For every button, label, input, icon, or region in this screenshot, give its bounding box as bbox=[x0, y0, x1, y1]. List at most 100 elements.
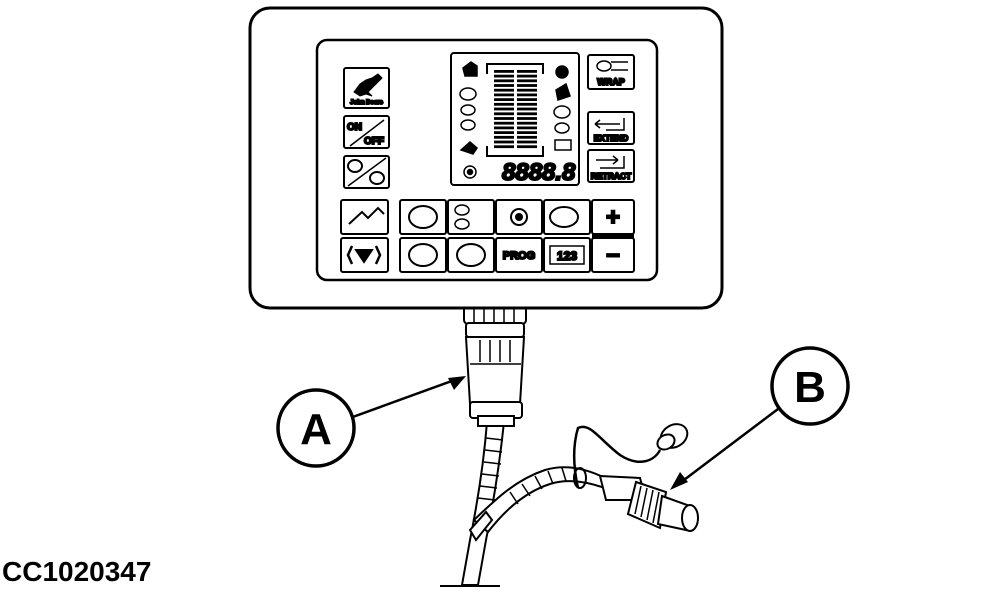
bar-segment bbox=[517, 84, 537, 87]
callout-a: A bbox=[276, 376, 466, 468]
figure-reference-code: CC1020347 bbox=[2, 556, 152, 587]
minus-label: – bbox=[606, 241, 619, 268]
bar-segment bbox=[517, 93, 537, 97]
wrap-label: WRAP bbox=[597, 77, 625, 87]
roll-icon bbox=[454, 218, 470, 230]
bar-segment bbox=[517, 145, 537, 149]
bar-segment bbox=[517, 79, 537, 83]
extend-button[interactable]: EXTEND bbox=[587, 111, 635, 145]
bar-segment bbox=[494, 112, 514, 116]
bar-segment bbox=[494, 145, 514, 149]
bar-segment bbox=[517, 140, 537, 144]
plus-label: + bbox=[606, 204, 620, 231]
bar-segment bbox=[494, 98, 514, 101]
roll-icon bbox=[369, 171, 385, 185]
roll-icon bbox=[460, 119, 476, 131]
bar-segment bbox=[517, 70, 537, 73]
callout-a-label: A bbox=[300, 405, 332, 454]
tailgate-icon bbox=[555, 82, 571, 101]
bar-segment bbox=[494, 131, 514, 134]
roll-icon bbox=[553, 105, 571, 119]
bottom-button-grid: + PROG 123 – bbox=[340, 199, 635, 273]
logo-caption: John Deere bbox=[350, 100, 383, 106]
plus-button[interactable]: + bbox=[591, 199, 635, 235]
off-label: OFF bbox=[364, 136, 384, 147]
retract-label: RETRACT bbox=[591, 171, 632, 181]
roll-icon bbox=[460, 104, 476, 116]
bar-segment bbox=[517, 107, 537, 111]
bar-segment bbox=[494, 135, 514, 139]
extend-arrow-icon bbox=[594, 118, 625, 131]
tailgate-icon bbox=[348, 206, 385, 225]
counter-label: 123 bbox=[557, 249, 577, 263]
bar-segment bbox=[517, 126, 537, 130]
prog-label: PROG bbox=[503, 250, 535, 262]
retract-button[interactable]: RETRACT bbox=[587, 149, 635, 183]
bar-segment bbox=[517, 131, 537, 134]
status-dot-icon bbox=[555, 65, 569, 79]
roll-button-1[interactable] bbox=[399, 199, 447, 235]
prog-button[interactable]: PROG bbox=[495, 237, 543, 273]
roll-icon bbox=[347, 159, 363, 173]
lcd-display: 8888.8 bbox=[450, 52, 580, 187]
bar-segment bbox=[494, 126, 514, 130]
bar-segment bbox=[517, 74, 537, 78]
divider-bar bbox=[592, 233, 634, 238]
bar-segment bbox=[517, 117, 537, 120]
bar-segment bbox=[517, 135, 537, 139]
battery-icon bbox=[554, 139, 572, 151]
bar-segment bbox=[494, 140, 514, 144]
bar-segment bbox=[494, 93, 514, 97]
counter-button[interactable]: 123 bbox=[543, 237, 591, 273]
auto-cycle-button[interactable] bbox=[340, 237, 389, 273]
bale-eject-button[interactable] bbox=[543, 199, 591, 235]
gate-icon bbox=[459, 141, 478, 155]
extend-label: EXTEND bbox=[594, 133, 628, 143]
callout-b-label: B bbox=[794, 363, 826, 412]
net-cut-button[interactable] bbox=[343, 155, 390, 189]
right-button-column: WRAP EXTEND RETRACT bbox=[587, 54, 635, 183]
roll-button-2[interactable] bbox=[399, 237, 447, 273]
bar-segment bbox=[494, 102, 514, 106]
bar-segment bbox=[517, 112, 537, 116]
bar-segment bbox=[494, 88, 514, 92]
bar-segment bbox=[517, 88, 537, 92]
bar-meter bbox=[486, 63, 544, 157]
net-rolls-button[interactable] bbox=[447, 199, 495, 235]
digit-readout: 8888.8 bbox=[502, 159, 576, 186]
bar-segment bbox=[494, 84, 514, 87]
bar-segment bbox=[494, 70, 514, 73]
bale-kicker-icon bbox=[462, 61, 478, 77]
bar-segment bbox=[517, 121, 537, 125]
bar-segment bbox=[494, 121, 514, 125]
bar-segment bbox=[494, 74, 514, 78]
roll-icon bbox=[454, 204, 470, 216]
retract-arrow-icon bbox=[596, 155, 625, 169]
knife-button[interactable] bbox=[495, 199, 543, 235]
roll-button-3[interactable] bbox=[447, 237, 495, 273]
tailgate-button[interactable] bbox=[340, 199, 389, 235]
roll-icon bbox=[459, 87, 477, 101]
logo-button[interactable]: John Deere bbox=[343, 67, 390, 109]
wire-harness bbox=[460, 421, 699, 586]
roll-icon bbox=[554, 122, 570, 134]
wrap-icon bbox=[596, 60, 612, 72]
bar-segment bbox=[494, 79, 514, 83]
connector-a-plug bbox=[463, 305, 527, 427]
on-label: ON bbox=[347, 122, 362, 133]
roll-icon bbox=[456, 243, 486, 267]
bar-segment bbox=[494, 107, 514, 111]
bar-segment bbox=[517, 98, 537, 101]
wrap-button[interactable]: WRAP bbox=[587, 54, 635, 90]
roll-icon bbox=[408, 205, 438, 229]
callout-b: B bbox=[670, 346, 850, 490]
minus-button[interactable]: – bbox=[591, 237, 635, 273]
bar-segment bbox=[494, 117, 514, 120]
on-off-button[interactable]: ON OFF bbox=[343, 115, 390, 149]
deer-logo-icon bbox=[353, 73, 383, 97]
left-button-column: John Deere ON OFF bbox=[343, 67, 390, 189]
roll-icon bbox=[549, 206, 579, 228]
cycle-icon bbox=[354, 249, 374, 264]
bar-segment bbox=[517, 102, 537, 106]
